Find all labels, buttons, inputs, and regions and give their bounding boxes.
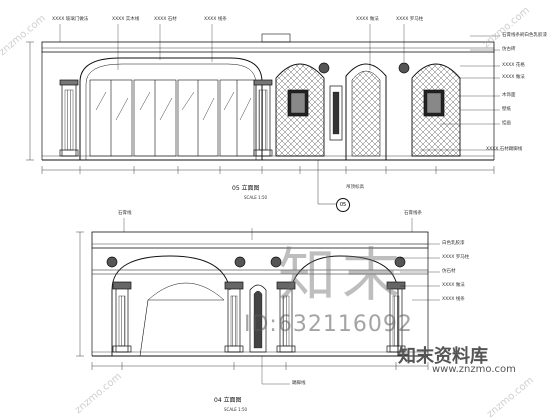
glass-doors — [89, 79, 255, 157]
soffit-notch — [261, 33, 291, 43]
medallion-04-4 — [394, 256, 406, 268]
dimension-line-05 — [26, 41, 495, 174]
arch-04-right — [289, 255, 399, 356]
elevation-05 — [26, 24, 500, 205]
column-04-2 — [224, 281, 244, 353]
note-04-top-2: 石膏线条 — [404, 211, 422, 216]
column-04-1 — [112, 281, 132, 353]
note-04-right-4: ХХХХ 做法 — [442, 283, 465, 288]
center-arch-door — [345, 63, 387, 160]
medallion-04-2 — [234, 256, 246, 268]
narrow-panel — [329, 85, 343, 141]
note-04-right-2: ХХХХ 罗马柱 — [442, 255, 470, 260]
elevation-05-scale: SCALE 1:50 — [244, 195, 268, 200]
section-marker-bubble: 05 — [336, 198, 350, 212]
dimension-line-04 — [76, 231, 429, 370]
glass-door-arch — [79, 57, 263, 160]
note-05-right-4: ХХХХ 做法 — [502, 75, 525, 80]
note-05-top-1: ХХХХ 玻璃门做法 — [52, 17, 89, 22]
medallion-2 — [398, 62, 410, 74]
note-05-right-8: ХХХХ 石材踢脚线 — [486, 147, 523, 152]
leaders-04 — [123, 218, 440, 385]
note-05-right-5: 木饰面 — [502, 93, 516, 98]
column-04-3 — [276, 281, 296, 353]
note-04-bottom: 踢脚线 — [292, 381, 306, 386]
note-05-right-3: ХХХХ 花格 — [502, 63, 525, 68]
note-05-bottom: 吊顶标高 — [346, 185, 364, 190]
note-05-top-5: ХХХХ 做法 — [356, 17, 379, 22]
note-04-right-5: ХХХХ 线条 — [442, 297, 465, 302]
note-04-top-1: 石膏线 — [118, 211, 132, 216]
note-05-right-1: 石膏线条刷白色乳胶漆 — [502, 33, 547, 38]
leaders-top-05 — [59, 24, 405, 70]
watermark-id: ID:632116092 — [244, 312, 413, 337]
watermark-url: www.znzmo.com — [432, 364, 516, 375]
ceiling-band-04 — [91, 231, 429, 249]
note-05-right-6: 壁纸 — [502, 107, 511, 112]
column-mid-05 — [253, 79, 273, 157]
ceiling-band — [41, 41, 495, 53]
column-left-05 — [59, 79, 79, 157]
elevation-04-scale: SCALE 1:50 — [224, 407, 248, 412]
note-05-top-6: ХХХХ 罗马柱 — [396, 17, 424, 22]
leaders-right-05 — [420, 35, 500, 151]
arched-panel-04 — [249, 284, 267, 353]
note-05-right-7: 挂画 — [502, 121, 511, 126]
note-05-top-2: ХХХХ 实木线 — [112, 17, 140, 22]
medallion-04-1 — [106, 256, 118, 268]
column-04-4 — [386, 281, 406, 353]
note-04-right-3: 仿石材 — [442, 269, 456, 274]
watermark-logo: 知末 — [278, 241, 407, 309]
note-04-right-1: 白色乳胶漆 — [442, 241, 465, 246]
note-05-right-2: 仿古砖 — [502, 47, 516, 52]
medallion-1 — [318, 62, 330, 74]
note-05-top-3: ХХХХ 石材 — [154, 17, 177, 22]
elevation-04-title: 04 立面图 — [214, 397, 242, 404]
arch-04-left — [111, 255, 231, 356]
note-05-top-4: ХХХХ 线条 — [204, 17, 227, 22]
watermark-brand: 知末资料库 — [398, 346, 488, 367]
elevation-05-title: 05 立面图 — [232, 185, 260, 192]
elevation-04 — [76, 218, 440, 385]
medallion-04-3 — [270, 256, 282, 268]
